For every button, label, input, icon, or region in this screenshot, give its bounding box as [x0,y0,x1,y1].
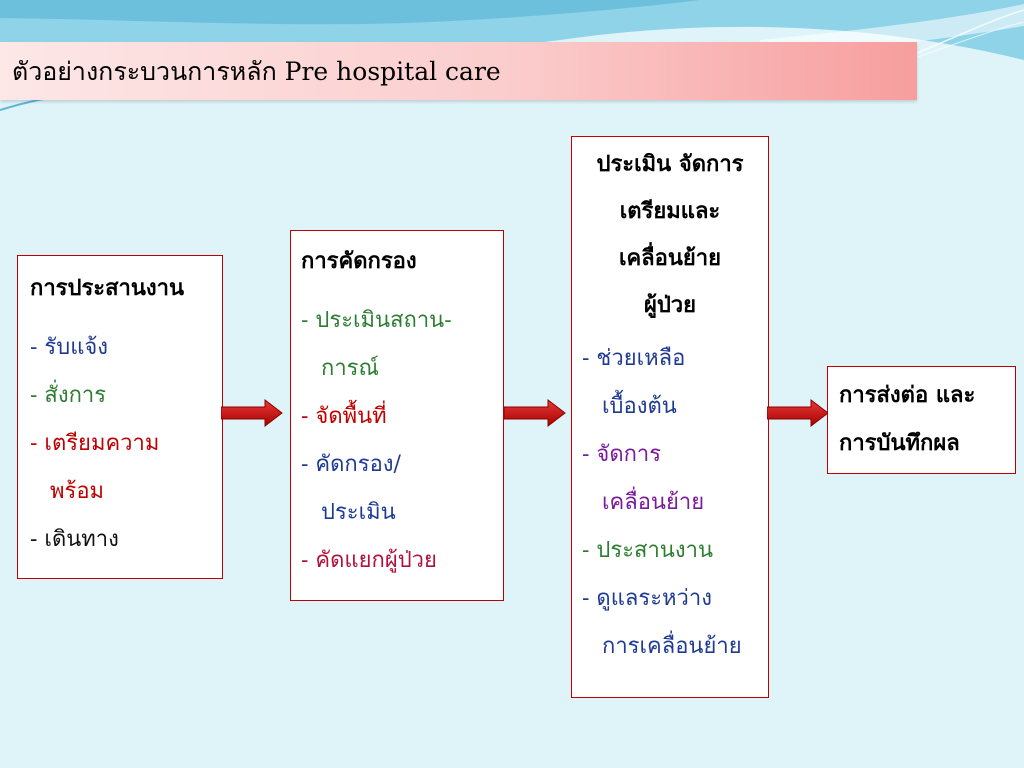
item-coordinate: - ประสานงาน [582,538,713,563]
arrow-right-icon [221,399,283,427]
item-screen-cont: ประเมิน [321,500,396,525]
item-receive-report: - รับแจ้ง [30,335,109,360]
box-assess-move-heading-4: ผู้ป่วย [643,292,697,318]
box-referral-heading-2: การบันทึกผล [839,430,960,456]
item-travel: - เดินทาง [30,527,119,552]
item-assess-situation-cont: การณ์ [321,356,379,381]
item-screen: - คัดกรอง/ [301,452,401,477]
item-first-aid-cont: เบื้องต้น [602,394,677,419]
box-referral-heading-1: การส่งต่อ และ [839,382,976,408]
item-prepare-cont: พร้อม [50,479,105,504]
item-first-aid: - ช่วยเหลือ [582,346,686,371]
item-manage-cont: เคลื่อนย้าย [602,490,705,515]
arrow-right-icon [504,399,566,427]
box-triage-heading: การคัดกรอง [301,248,417,274]
item-triage-patients: - คัดแยกผู้ป่วย [301,548,437,573]
box-assess-move-heading-3: เคลื่อนย้าย [618,245,722,271]
item-care-during-cont: การเคลื่อนย้าย [602,634,742,659]
box-triage: การคัดกรอง - ประเมินสถาน- การณ์ - จัดพื้… [290,230,504,601]
box-assess-move-heading-1: ประเมิน จัดการ [596,151,744,177]
item-care-during: - ดูแลระหว่าง [582,586,712,611]
box-referral: การส่งต่อ และ การบันทึกผล [827,366,1016,474]
item-command: - สั่งการ [30,383,107,408]
item-assess-situation: - ประเมินสถาน- [301,308,452,333]
box-assess-move-heading-2: เตรียมและ [619,198,721,224]
item-manage: - จัดการ [582,442,662,467]
item-prepare: - เตรียมความ [30,431,160,456]
box-assess-move: ประเมิน จัดการ เตรียมและ เคลื่อนย้าย ผู้… [571,136,769,698]
title-bar: ตัวอย่างกระบวนการหลัก Pre hospital care [0,42,917,100]
box-coordination-heading: การประสานงาน [30,275,185,301]
arrow-right-icon [767,399,829,427]
slide-title: ตัวอย่างกระบวนการหลัก Pre hospital care [12,57,501,86]
box-coordination: การประสานงาน - รับแจ้ง - สั่งการ - เตรีย… [17,255,223,579]
item-arrange-area: - จัดพื้นที่ [301,404,387,429]
